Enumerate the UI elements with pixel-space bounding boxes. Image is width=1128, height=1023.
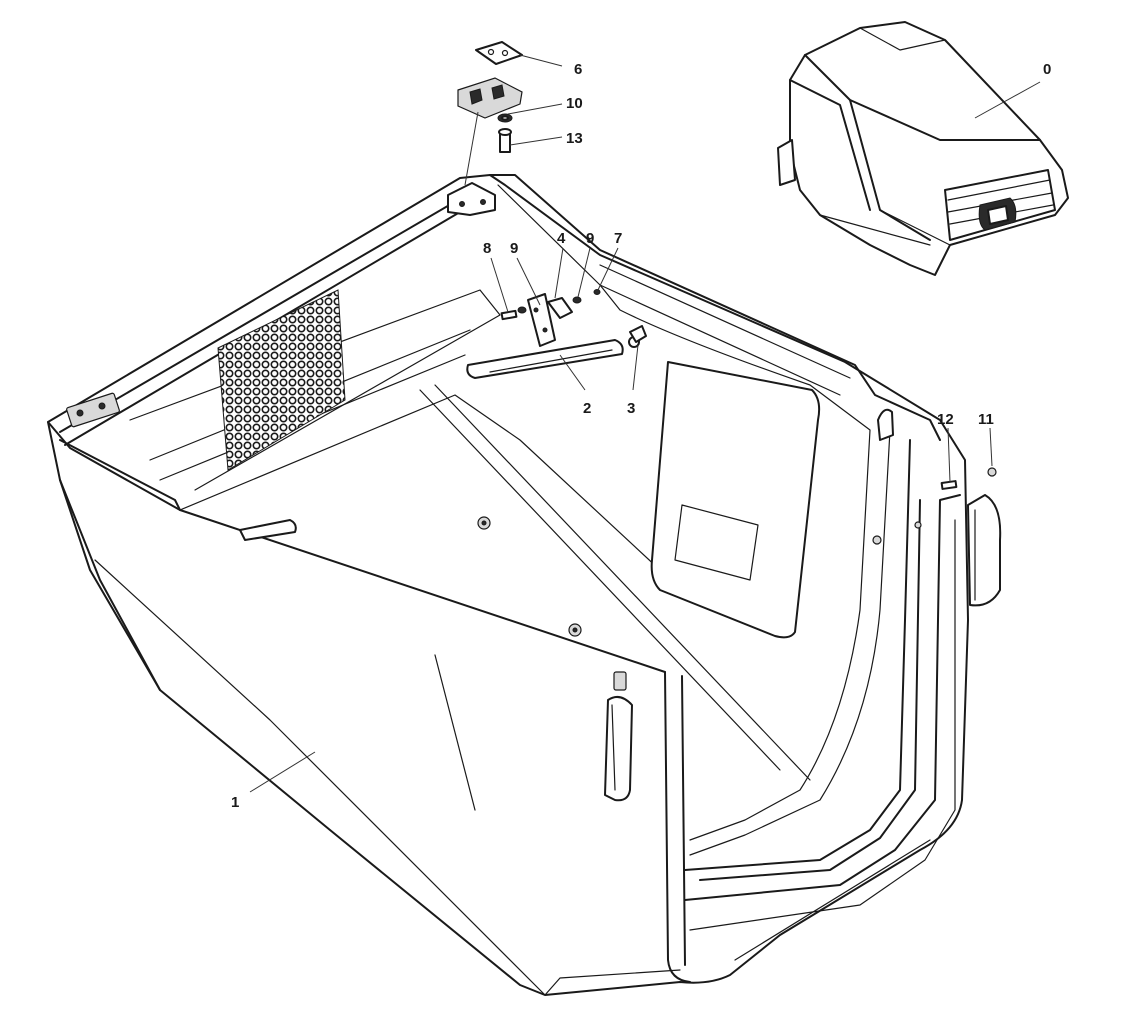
callout-6: 6 xyxy=(574,61,582,78)
strut-bracket xyxy=(500,289,601,347)
callout-1: 1 xyxy=(231,794,239,811)
callout-labels: 0 1 2 3 4 6 7 8 9 9 10 11 12 13 xyxy=(231,61,1051,811)
hopper-body xyxy=(47,174,1002,996)
mesh-grille xyxy=(217,289,346,471)
strut-fitting xyxy=(629,325,647,343)
side-fasteners xyxy=(940,467,997,490)
callout-9-right: 9 xyxy=(586,230,594,247)
hinge-bracket-assembly xyxy=(457,77,523,153)
part-6-plate xyxy=(475,41,523,65)
callout-10: 10 xyxy=(566,95,583,112)
callout-13: 13 xyxy=(566,130,583,147)
callout-11: 11 xyxy=(978,411,994,428)
hopper-cover xyxy=(777,21,1069,276)
callout-0: 0 xyxy=(1043,61,1051,78)
callout-7: 7 xyxy=(614,230,622,247)
callout-8: 8 xyxy=(483,240,491,257)
callout-2: 2 xyxy=(583,400,591,417)
callout-3: 3 xyxy=(627,400,635,417)
callout-9-left: 9 xyxy=(510,240,518,257)
callout-4: 4 xyxy=(557,230,566,247)
callout-12: 12 xyxy=(937,411,954,428)
gas-strut xyxy=(466,336,640,379)
leader-lines xyxy=(249,54,1041,793)
